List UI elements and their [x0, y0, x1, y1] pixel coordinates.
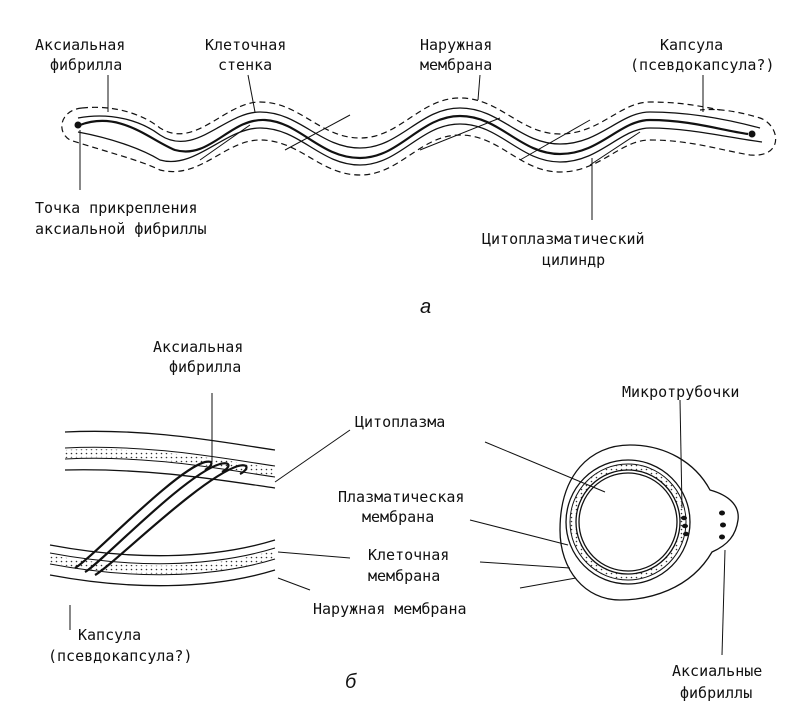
lower-outer-line	[49, 539, 276, 557]
label-cell-wall-1: Клеточная	[205, 36, 286, 54]
leader-cell-wall	[247, 74, 256, 113]
leader-outer-membrane-left	[277, 577, 311, 591]
axial-fibril-1	[74, 460, 213, 569]
label-plasma-membrane-2: мембрана	[362, 508, 434, 526]
cross-plasma-membrane	[575, 469, 681, 575]
label-capsule-a2: (псевдокапсула?)	[630, 56, 775, 74]
cross-dotted-band	[569, 464, 686, 580]
leader-axial-fibrils-b	[721, 549, 726, 656]
upper-dots-top	[64, 446, 276, 467]
label-cyto-cylinder-2: цилиндр	[542, 251, 605, 269]
leader-outer-membrane-right	[519, 577, 577, 589]
label-cell-wall-2: стенка	[218, 56, 272, 74]
label-outer-membrane-1: Наружная	[420, 36, 492, 54]
label-axial-fibrils-1: Аксиальные	[672, 662, 762, 680]
label-axial-fibril-b1: Аксиальная	[153, 338, 243, 356]
panel-a-letter: а	[420, 296, 431, 318]
cell-body-bottom	[77, 123, 763, 166]
axial-fibril-dot-1	[719, 510, 725, 516]
leader-cytoplasm-left	[274, 429, 351, 483]
lower-dots-bottom	[49, 558, 276, 576]
label-microtubules: Микротрубочки	[622, 383, 739, 401]
panel-b-cross-section: Микротрубочки Аксиальные фибриллы	[559, 383, 762, 702]
leader-cell-membrane-left	[277, 551, 351, 559]
leader-cell-membrane-right	[479, 561, 571, 569]
fibril-cross-lines	[199, 114, 641, 166]
panel-b-letter: б	[345, 671, 357, 693]
cross-outer-membrane	[559, 444, 739, 601]
leader-plasma-membrane	[469, 519, 569, 546]
label-cell-membrane-1: Клеточная	[368, 546, 449, 564]
attachment-point-left	[74, 121, 82, 129]
axial-fibril-3	[94, 464, 248, 576]
microtubule-3	[683, 531, 689, 537]
lower-dots-top	[49, 547, 276, 565]
panel-a-spirochete: Аксиальная фибрилла Клеточная стенка Нар…	[35, 36, 777, 318]
cross-cell-membrane	[565, 459, 691, 585]
label-cytoplasm: Цитоплазма	[355, 413, 445, 431]
panel-b-segment: Аксиальная фибрилла Цитоплазма Плазматич…	[48, 338, 726, 693]
label-axial-fibril-a2: фибрилла	[50, 56, 122, 74]
microtubule-1	[681, 515, 687, 521]
attachment-point-right	[748, 130, 756, 138]
label-capsule-a1: Капсула	[660, 36, 723, 54]
axial-fibril	[79, 114, 749, 160]
leader-outer-membrane	[477, 74, 481, 101]
label-axial-fibril-a1: Аксиальная	[35, 36, 125, 54]
upper-outer-line	[64, 430, 276, 451]
label-axial-fibrils-2: фибриллы	[680, 684, 752, 702]
label-capsule-b1: Капсула	[78, 626, 141, 644]
axial-fibril-2	[84, 462, 230, 573]
label-capsule-b2: (псевдокапсула?)	[48, 647, 193, 665]
label-cell-membrane-2: мембрана	[368, 567, 440, 585]
label-cyto-cylinder-1: Цитоплазматический	[482, 230, 645, 248]
label-attachment-1: Точка прикрепления	[35, 199, 198, 217]
cell-body-top	[77, 107, 761, 149]
label-attachment-2: аксиальной фибриллы	[35, 220, 207, 238]
label-outer-membrane-2: мембрана	[420, 56, 492, 74]
axial-fibril-dot-3	[719, 534, 725, 540]
upper-dots-bottom	[64, 457, 276, 478]
axial-fibril-dot-2	[720, 522, 726, 528]
label-plasma-membrane-1: Плазматическая	[338, 488, 464, 506]
cross-plasma-membrane-inner	[578, 472, 678, 572]
microtubule-2	[682, 523, 688, 529]
label-outer-membrane-b: Наружная мембрана	[313, 600, 467, 618]
lower-inner-line	[49, 569, 276, 587]
label-axial-fibril-b2: фибрилла	[169, 358, 241, 376]
upper-dots-band	[65, 449, 275, 476]
capsule-outline-top	[81, 97, 721, 139]
capsule-outline	[61, 107, 777, 176]
